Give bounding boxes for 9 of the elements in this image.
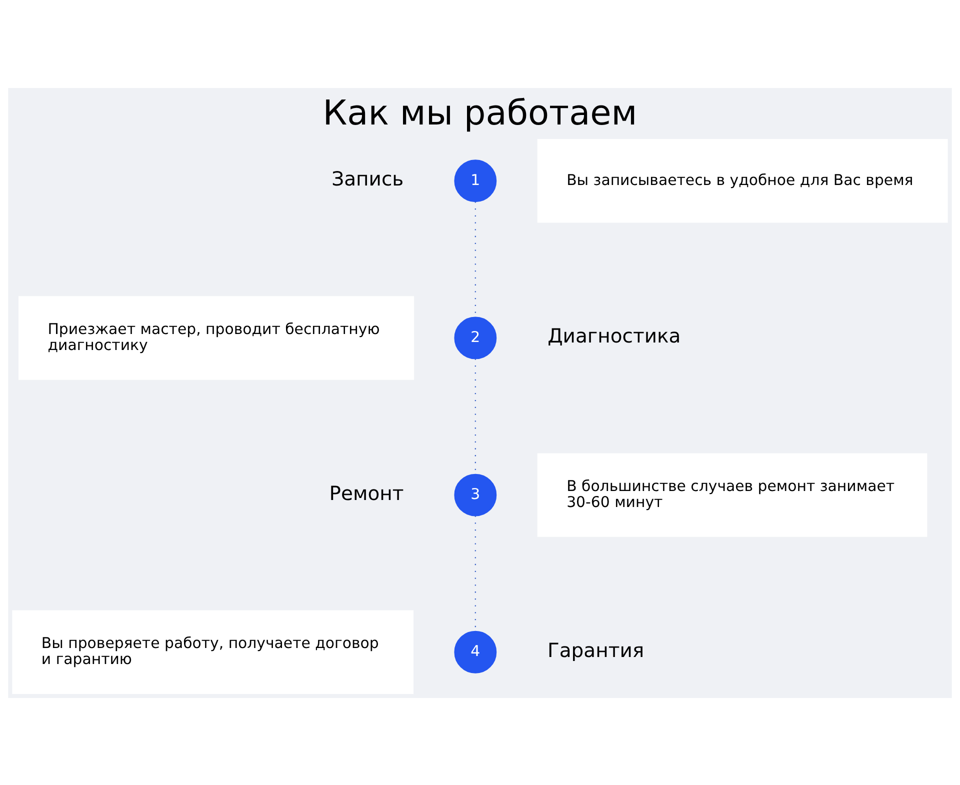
node-circle: 1 xyxy=(454,159,497,202)
node-label: Ремонт xyxy=(329,481,404,504)
node-label: Запись xyxy=(332,167,404,190)
node-circle: 3 xyxy=(454,473,497,516)
node-label: Гарантия xyxy=(548,638,644,662)
node-circle: 2 xyxy=(454,316,497,359)
node-label: Диагностика xyxy=(548,324,681,348)
node-circle: 4 xyxy=(454,630,497,673)
diagram-title: Как мы работаем xyxy=(322,93,638,134)
